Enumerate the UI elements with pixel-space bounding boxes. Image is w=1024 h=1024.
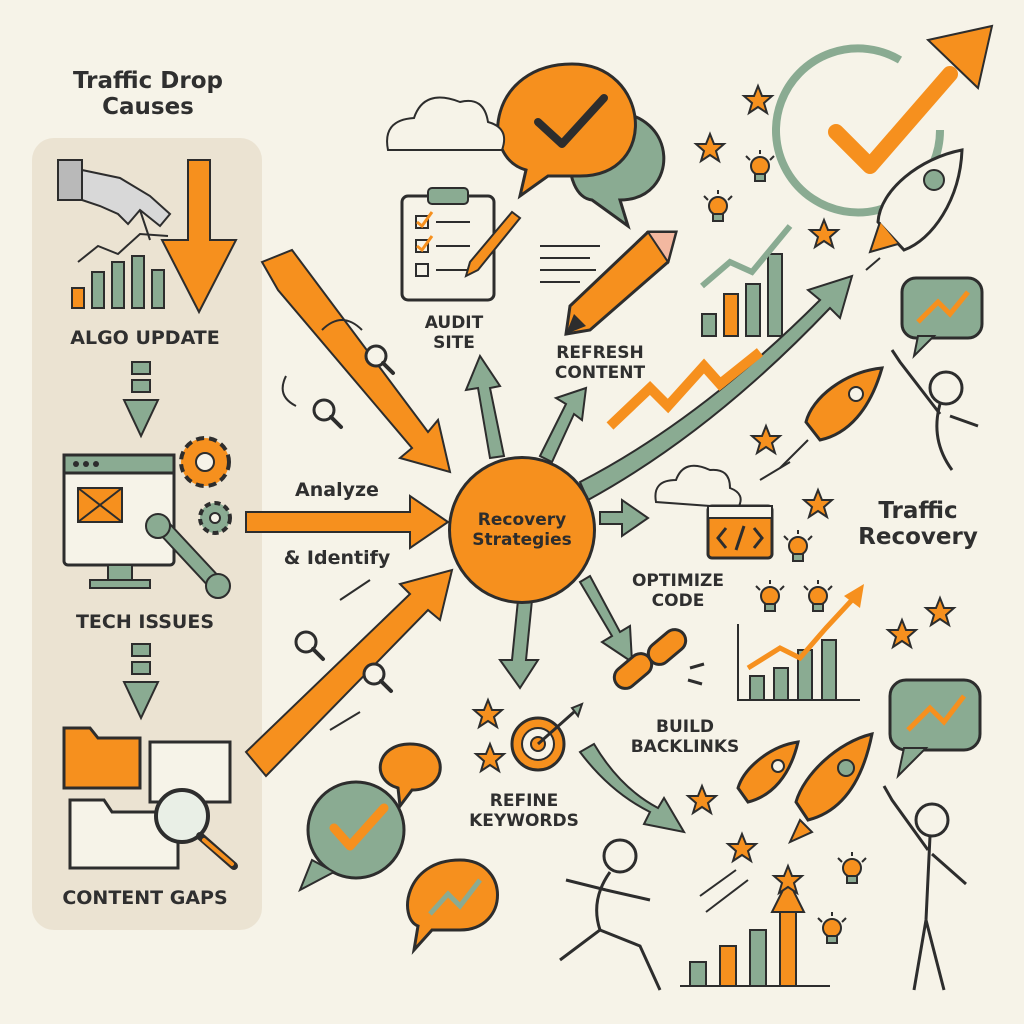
code-window-icon bbox=[706, 504, 774, 560]
pencil-icon bbox=[540, 230, 678, 336]
rocket-icon bbox=[779, 366, 885, 469]
checkmark-icon bbox=[772, 24, 994, 217]
stick-figure-icon bbox=[882, 785, 967, 991]
stick-figure-icon bbox=[559, 838, 662, 991]
recovery-title: Traffic Recovery bbox=[858, 498, 978, 551]
recovery-strategies-hub: Recovery Strategies bbox=[448, 456, 596, 604]
chat-bubble-icon bbox=[298, 742, 499, 955]
chain-link-icon bbox=[612, 628, 705, 690]
chat-bubble-icon bbox=[496, 62, 666, 230]
bar-chart-icon bbox=[680, 877, 830, 987]
gear-icon bbox=[179, 436, 232, 535]
stick-figure-icon bbox=[890, 349, 979, 471]
hub-label: Recovery Strategies bbox=[472, 509, 572, 550]
strategy-refresh-content: REFRESH CONTENT bbox=[554, 343, 646, 383]
bar-chart-icon bbox=[71, 232, 169, 309]
bar-chart-icon bbox=[737, 584, 864, 701]
chat-bubble-icon bbox=[900, 276, 984, 360]
analyze-label: Analyze bbox=[295, 479, 379, 501]
strategy-refine-keywords: REFINE KEYWORDS bbox=[469, 791, 579, 831]
strategy-optimize-code: OPTIMIZE CODE bbox=[631, 571, 724, 611]
folder-icon bbox=[62, 726, 232, 870]
bar-chart-icon bbox=[700, 224, 793, 337]
strategy-build-backlinks: BUILD BACKLINKS bbox=[630, 717, 740, 757]
magnifier-icon bbox=[154, 788, 238, 870]
target-icon bbox=[510, 702, 584, 772]
causes-title: Traffic Drop Causes bbox=[72, 68, 224, 121]
cloud-icon bbox=[386, 96, 506, 151]
clipboard-icon bbox=[400, 187, 522, 302]
cause-content-gaps: CONTENT GAPS bbox=[62, 887, 228, 909]
wrench-icon bbox=[145, 513, 231, 599]
rocket-icon bbox=[736, 732, 874, 845]
cause-tech-issues: TECH ISSUES bbox=[75, 611, 215, 633]
identify-label: & Identify bbox=[283, 547, 391, 569]
monitor-icon bbox=[62, 453, 176, 589]
strategy-audit-site: AUDIT SITE bbox=[424, 313, 484, 353]
robot-hand-icon bbox=[57, 159, 172, 241]
rocket-icon bbox=[868, 148, 964, 254]
chat-bubble-icon bbox=[888, 678, 982, 780]
cause-algo-update: ALGO UPDATE bbox=[70, 327, 220, 349]
